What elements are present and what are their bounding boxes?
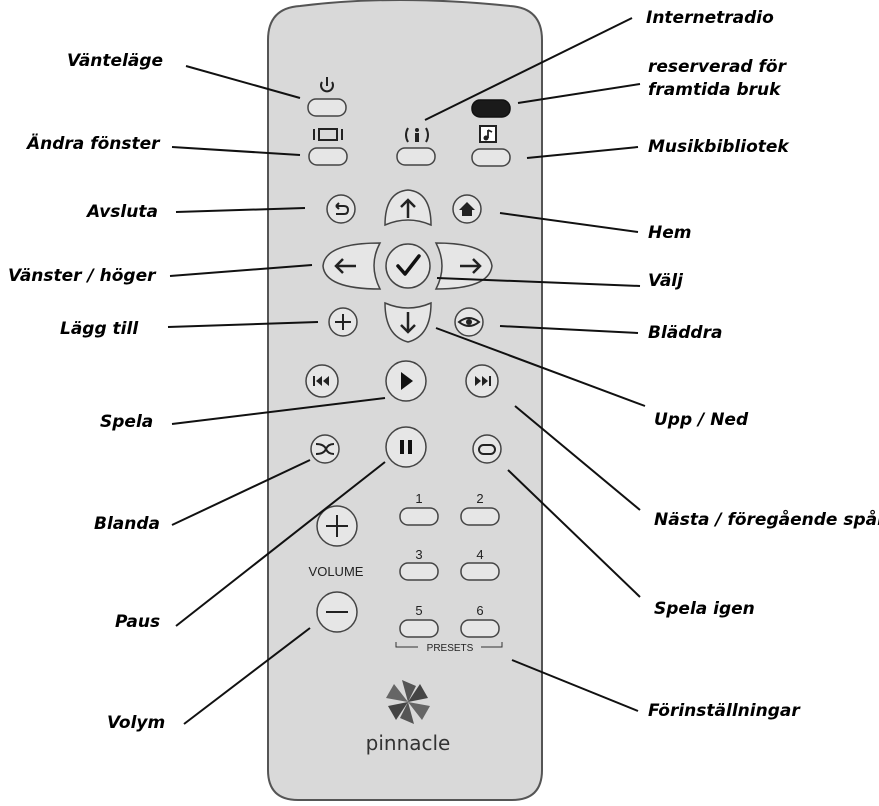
window-icon — [313, 128, 343, 141]
leader-exit — [175, 207, 306, 213]
right-arrow-icon — [460, 258, 482, 274]
volume-plus-icon — [326, 515, 348, 537]
pause-icon — [400, 440, 412, 454]
leader-select — [436, 277, 641, 287]
repeat-button[interactable] — [472, 434, 502, 464]
leader-reserved — [517, 83, 641, 104]
label-reserved-line2: framtida bruk — [648, 80, 781, 100]
back-arrow-icon — [335, 202, 350, 215]
next-icon — [475, 376, 491, 386]
label-shuffle: Blanda — [94, 514, 160, 534]
pinnacle-logo-icon — [386, 680, 430, 724]
label-play: Spela — [100, 412, 154, 432]
select-button[interactable] — [385, 243, 431, 289]
play-icon — [401, 372, 413, 390]
preset-5-button[interactable] — [399, 619, 439, 638]
reserved-button[interactable] — [471, 99, 511, 118]
leader-add — [167, 321, 319, 328]
label-music-library: Musikbibliotek — [648, 137, 789, 157]
label-volume: Volym — [107, 713, 166, 733]
leader-lines — [167, 17, 646, 725]
leader-left-right — [169, 264, 313, 277]
leader-pause — [175, 461, 386, 627]
leader-shuffle — [171, 459, 311, 526]
leader-change-window — [171, 146, 301, 156]
brand-name: pinnacle — [366, 731, 451, 755]
preset-3-button[interactable] — [399, 562, 439, 581]
label-repeat: Spela igen — [654, 599, 755, 619]
plus-icon — [335, 314, 351, 330]
label-left-right: Vänster / höger — [8, 266, 156, 286]
preset-6-number: 6 — [476, 603, 483, 618]
leader-next-prev — [514, 405, 641, 511]
label-presets: Förinställningar — [648, 701, 800, 721]
label-internet-radio: Internetradio — [646, 8, 774, 28]
standby-button[interactable] — [307, 98, 347, 117]
leader-internet-radio — [424, 17, 633, 121]
label-exit: Avsluta — [87, 202, 158, 222]
label-add: Lägg till — [60, 319, 139, 339]
leader-home — [499, 212, 639, 233]
preset-2-number: 2 — [476, 491, 483, 506]
label-home: Hem — [648, 223, 692, 243]
label-standby: Vänteläge — [67, 51, 164, 71]
leader-volume — [183, 627, 311, 725]
pause-button[interactable] — [385, 426, 427, 468]
label-pause: Paus — [115, 612, 161, 632]
label-change-window: Ändra fönster — [27, 134, 160, 154]
leader-music-library — [526, 146, 639, 159]
eye-icon — [457, 317, 481, 327]
label-next-prev: Nästa / föregående spår — [654, 510, 879, 530]
leader-browse — [499, 325, 639, 334]
label-browse: Bläddra — [648, 323, 723, 343]
presets-label: PRESETS — [427, 643, 474, 654]
presets-bracket — [395, 642, 503, 648]
music-note-icon — [479, 125, 497, 143]
preset-1-button[interactable] — [399, 507, 439, 526]
change-window-button[interactable] — [308, 147, 348, 166]
preset-5-number: 5 — [415, 603, 422, 618]
preset-3-number: 3 — [415, 547, 422, 562]
label-select: Välj — [648, 271, 683, 291]
repeat-icon — [478, 444, 496, 455]
shuffle-icon — [315, 443, 335, 455]
music-library-button[interactable] — [471, 148, 511, 167]
preset-2-button[interactable] — [460, 507, 500, 526]
leader-up-down — [435, 327, 646, 407]
preset-6-button[interactable] — [460, 619, 500, 638]
leader-standby — [185, 65, 301, 99]
exit-button[interactable] — [326, 194, 356, 224]
preset-4-number: 4 — [476, 547, 483, 562]
leader-repeat — [507, 469, 641, 598]
internet-radio-icon — [405, 127, 429, 143]
down-arrow-icon — [400, 312, 416, 334]
leader-presets — [511, 659, 639, 712]
volume-label: VOLUME — [309, 564, 364, 579]
standby-icon — [320, 77, 334, 93]
preset-1-number: 1 — [415, 491, 422, 506]
home-icon — [459, 202, 475, 216]
checkmark-icon — [396, 254, 421, 276]
label-up-down: Upp / Ned — [654, 410, 749, 430]
internet-radio-button[interactable] — [396, 147, 436, 166]
up-arrow-icon — [400, 198, 416, 218]
left-arrow-icon — [334, 258, 356, 274]
leader-play — [171, 397, 386, 425]
preset-4-button[interactable] — [460, 562, 500, 581]
previous-icon — [313, 376, 329, 386]
label-reserved-line1: reserverad för — [648, 57, 786, 77]
